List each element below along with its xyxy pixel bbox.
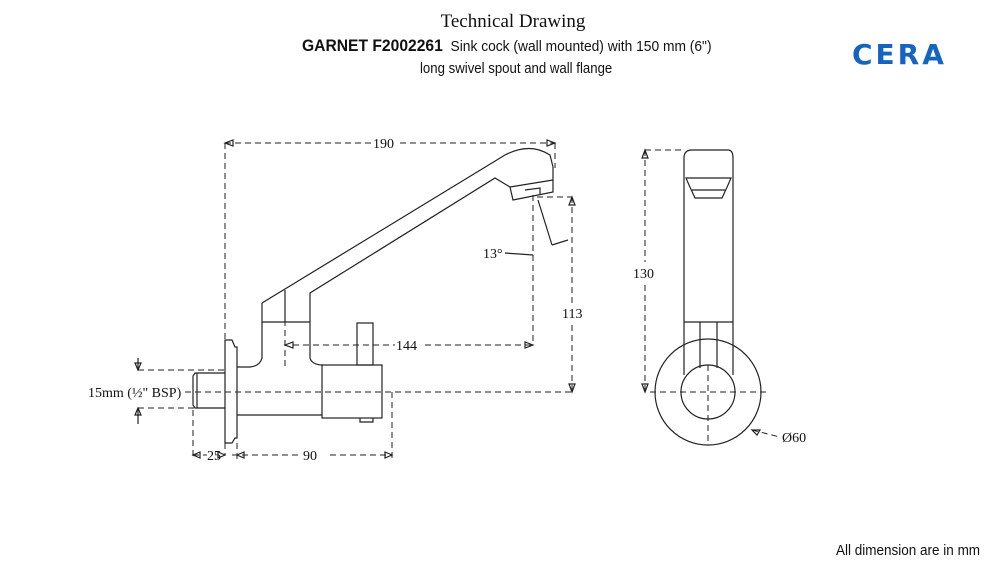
dim-113: 113 [562, 307, 582, 322]
product-description-continued: long swivel spout and wall flange [420, 60, 613, 77]
body-outline [237, 290, 310, 368]
inlet-pipe [192, 372, 225, 409]
product-description: Sink cock (wall mounted) with 150 mm (6"… [450, 38, 712, 55]
front-view: 130 Ø60 [633, 148, 806, 446]
valve-body [321, 364, 383, 419]
units-note: All dimension are in mm [835, 542, 980, 559]
page-title: Technical Drawing [440, 11, 586, 32]
dim-25: 25 [207, 449, 221, 464]
dim-90: 90 [303, 449, 317, 464]
product-heading: GARNET F2002261 Sink cock (wall mounted)… [302, 36, 712, 56]
side-view: 190 144 113 13° 15mm (½" BSP) 25 90 [88, 137, 582, 464]
dim-inlet: 15mm (½" BSP) [88, 386, 182, 401]
wall-flange [224, 339, 238, 444]
cera-logo: CERA [852, 38, 947, 71]
handle [356, 322, 374, 366]
dim-190: 190 [373, 137, 394, 152]
dim-13-degree: 13° [483, 247, 503, 262]
dim-144: 144 [396, 339, 417, 354]
dim-diameter-60: Ø60 [782, 431, 806, 446]
model-number: GARNET F2002261 [302, 36, 443, 55]
dim-130: 130 [633, 267, 654, 282]
spout-outline [261, 147, 554, 366]
